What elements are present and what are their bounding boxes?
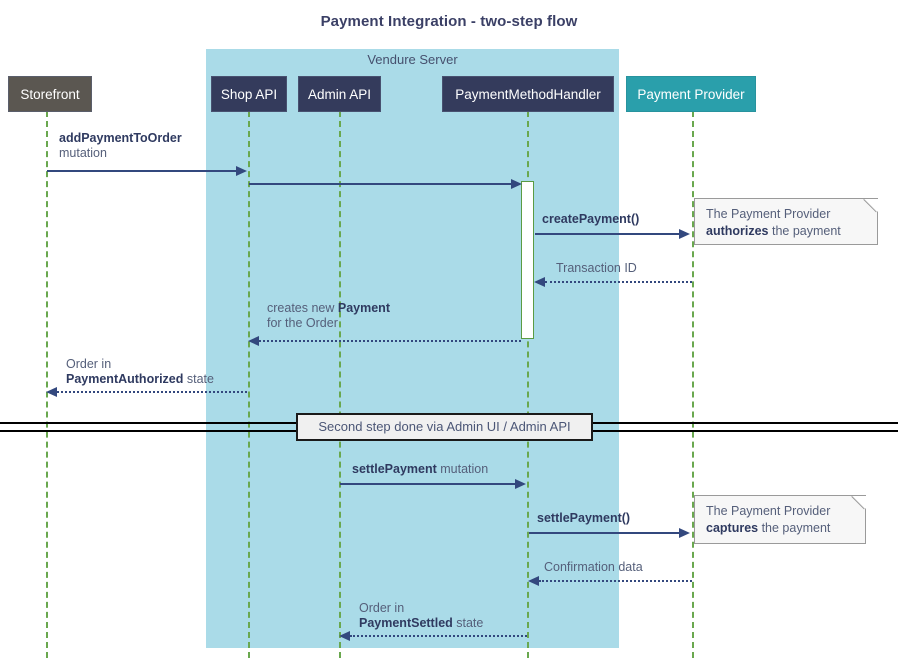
note-capture-line2-bold: captures <box>706 521 759 535</box>
vendure-server-region <box>206 49 619 648</box>
message-label-transaction-id-plain: Transaction ID <box>556 261 637 275</box>
message-line-settle-payment-mutation <box>340 483 516 485</box>
message-label-creates-new-payment-line1-plain: creates new <box>267 301 338 315</box>
message-line-add-payment-to-order <box>47 170 237 172</box>
message-label-order-payment-authorized: Order in PaymentAuthorized state <box>66 357 214 387</box>
note-capture-line1: The Payment Provider <box>706 504 831 518</box>
participant-payment-method-handler-label: PaymentMethodHandler <box>455 87 601 102</box>
message-label-order-payment-authorized-line2-bold: PaymentAuthorized <box>66 372 184 386</box>
note-capture-fold-icon <box>853 496 866 509</box>
message-label-order-payment-settled-line2-plain: state <box>452 616 484 630</box>
note-authorize-line2-bold: authorizes <box>706 224 769 238</box>
note-authorize-line2-plain: the payment <box>768 224 841 238</box>
message-line-create-payment <box>535 233 680 235</box>
message-label-create-payment-bold: createPayment() <box>542 212 640 226</box>
lifeline-shop-api <box>248 111 250 658</box>
note-capture-line2: captures the payment <box>706 520 855 537</box>
message-label-add-payment-to-order-plain: mutation <box>59 146 107 160</box>
message-arrowhead-settle-payment-mutation <box>515 479 526 489</box>
message-label-creates-new-payment: creates new Payment for the Order <box>267 301 390 331</box>
note-capture-line2-plain: the payment <box>758 521 831 535</box>
message-label-create-payment: createPayment() <box>542 212 639 227</box>
message-label-order-payment-authorized-line1: Order in <box>66 357 112 371</box>
message-label-settle-payment-mutation-bold: settlePayment <box>352 462 437 476</box>
message-arrowhead-confirmation-data <box>528 576 539 586</box>
participant-storefront-label: Storefront <box>20 87 80 102</box>
message-arrowhead-order-payment-authorized <box>46 387 57 397</box>
message-label-confirmation-data-plain: Confirmation data <box>544 560 643 574</box>
message-label-settle-payment-mutation: settlePayment mutation <box>352 462 488 477</box>
divider-label-box: Second step done via Admin UI / Admin AP… <box>296 413 593 441</box>
message-label-order-payment-settled: Order in PaymentSettled state <box>359 601 483 631</box>
participant-payment-method-handler[interactable]: PaymentMethodHandler <box>442 76 614 112</box>
activation-bar-payment-method-handler <box>521 181 534 339</box>
message-label-settle-payment-call: settlePayment() <box>537 511 630 526</box>
message-label-settle-payment-call-bold: settlePayment() <box>537 511 631 525</box>
participant-payment-provider-label: Payment Provider <box>637 87 745 102</box>
lifeline-payment-provider <box>692 111 694 658</box>
message-label-add-payment-to-order-bold: addPaymentToOrder <box>59 131 182 145</box>
message-label-order-payment-settled-line1: Order in <box>359 601 405 615</box>
message-line-confirmation-data <box>539 580 692 582</box>
message-line-order-payment-authorized <box>57 391 247 393</box>
participant-admin-api[interactable]: Admin API <box>298 76 381 112</box>
message-label-transaction-id: Transaction ID <box>556 261 637 276</box>
participant-admin-api-label: Admin API <box>307 87 372 102</box>
participant-payment-provider[interactable]: Payment Provider <box>626 76 756 112</box>
participant-shop-api[interactable]: Shop API <box>211 76 287 112</box>
diagram-title: Payment Integration - two-step flow <box>320 13 578 30</box>
message-line-transaction-id <box>545 281 692 283</box>
lifeline-admin-api <box>339 111 341 658</box>
message-label-settle-payment-mutation-plain: mutation <box>436 462 489 476</box>
lifeline-storefront <box>46 111 48 658</box>
lifeline-payment-method-handler <box>527 111 529 658</box>
message-arrowhead-order-payment-settled <box>339 631 350 641</box>
message-label-creates-new-payment-line2: for the Order <box>267 316 338 330</box>
message-label-creates-new-payment-line1-bold: Payment <box>337 301 390 315</box>
note-authorize: The Payment Provider authorizes the paym… <box>694 198 878 245</box>
message-arrowhead-settle-payment-call <box>679 528 690 538</box>
message-arrowhead-add-payment-to-order <box>236 166 247 176</box>
message-label-order-payment-settled-line2-bold: PaymentSettled <box>359 616 453 630</box>
note-authorize-fold-icon <box>865 199 878 212</box>
vendure-server-label: Vendure Server <box>367 52 458 67</box>
note-capture: The Payment Provider captures the paymen… <box>694 495 866 544</box>
message-arrowhead-create-payment <box>679 229 690 239</box>
message-arrowhead-shop-api-to-handler <box>511 179 522 189</box>
message-label-add-payment-to-order: addPaymentToOrder mutation <box>59 131 182 161</box>
participant-storefront[interactable]: Storefront <box>8 76 92 112</box>
message-label-order-payment-authorized-line2-plain: state <box>183 372 214 386</box>
message-arrowhead-creates-new-payment <box>248 336 259 346</box>
message-arrowhead-transaction-id <box>534 277 545 287</box>
message-label-confirmation-data: Confirmation data <box>544 560 643 575</box>
message-line-order-payment-settled <box>350 635 527 637</box>
message-line-settle-payment-call <box>529 532 680 534</box>
divider-label: Second step done via Admin UI / Admin AP… <box>318 419 571 434</box>
note-authorize-line1: The Payment Provider <box>706 207 831 221</box>
note-authorize-line2: authorizes the payment <box>706 223 867 240</box>
participant-shop-api-label: Shop API <box>220 87 278 102</box>
message-line-creates-new-payment <box>259 340 521 342</box>
message-line-shop-api-to-handler <box>249 183 513 185</box>
